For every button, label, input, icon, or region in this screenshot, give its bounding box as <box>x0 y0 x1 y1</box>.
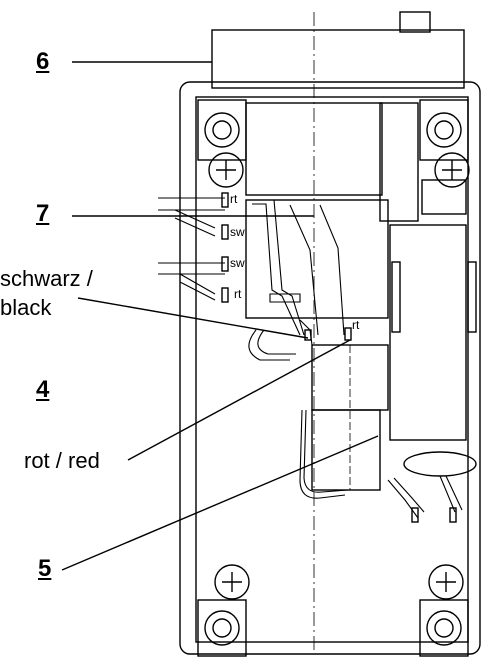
wire-tag-sw-2: sw <box>230 256 245 270</box>
wire-bundle <box>158 197 463 519</box>
leader-5 <box>61 435 379 571</box>
side-module-clip-right <box>467 261 477 333</box>
screw-top-right <box>434 152 470 188</box>
side-module-clip-left <box>391 261 401 333</box>
circuit-board <box>245 199 389 319</box>
capacitor <box>403 451 477 477</box>
corner-boss-bottom-right <box>419 599 469 657</box>
wire-tag-rt-center: rt <box>352 318 360 332</box>
inner-housing <box>195 96 469 643</box>
part-number-4: 4 <box>36 376 50 403</box>
wire-tag-rt-left: rt <box>234 287 242 301</box>
part-number-5: 5 <box>38 555 52 582</box>
top-connector-housing <box>211 29 465 89</box>
side-module <box>389 224 467 441</box>
screw-top-left <box>208 152 244 188</box>
screw-bottom-left <box>214 564 250 600</box>
screw-bottom-right <box>428 564 464 600</box>
wire-tag-rt-top: rt <box>230 192 238 206</box>
transformer-body <box>245 102 383 196</box>
leader-rot <box>127 339 351 461</box>
corner-boss-top-right <box>419 99 469 161</box>
label-black: black <box>0 295 52 320</box>
leader-schwarz <box>77 297 309 339</box>
corner-boss-top-left <box>197 99 247 161</box>
corner-boss-bottom-left <box>197 599 247 657</box>
part-number-6: 6 <box>36 48 50 75</box>
top-connector-pin <box>399 11 431 33</box>
wire-tag-sw-1: sw <box>230 225 245 239</box>
transformer-tab <box>421 179 467 215</box>
label-schwarz: schwarz / <box>0 266 93 291</box>
part-number-7: 7 <box>36 200 50 227</box>
transformer-bracket <box>379 102 419 222</box>
outer-housing <box>179 81 481 655</box>
label-rot-red: rot / red <box>24 448 100 473</box>
